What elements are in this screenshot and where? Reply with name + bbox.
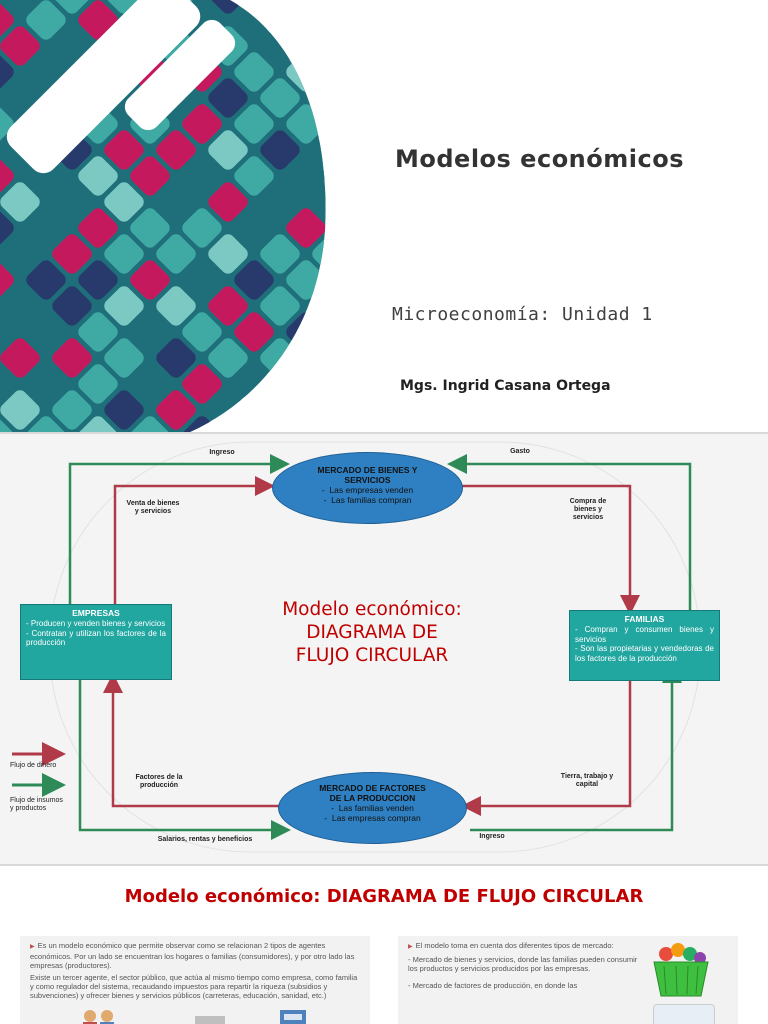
right-paragraph-2: - Mercado de bienes y servicios, donde l… [408,955,637,973]
title-slide: Modelos económicos Microeconomía: Unidad… [0,0,768,432]
mosaic-tile [335,361,340,406]
presentation-author: Mgs. Ingrid Casana Ortega [400,378,611,394]
mosaic-tile [335,49,340,94]
label-compra: Compra de bienes y servicios [562,498,614,522]
market-goods-item-1: Las empresas venden [329,485,413,495]
mosaic-tile [309,0,340,17]
left-paragraph-2: Existe un tercer agente, el sector públi… [30,973,357,1000]
empresas-box: EMPRESAS - Producen y venden bienes y se… [20,604,172,680]
mosaic-tile [335,413,340,432]
familias-item-1: Compran y consumen bienes y servicios [575,625,714,644]
label-factores: Factores de la producción [126,774,192,790]
legend-money-label: Flujo de dinero [10,762,80,770]
mosaic-decoration [0,0,340,432]
market-factors-item-2: Las empresas compran [332,813,421,823]
mosaic-tile [335,205,340,250]
label-venta: Venta de bienes y servicios [118,500,188,516]
mosaic-tile [309,283,340,328]
market-factors-ellipse: MERCADO DE FACTORES DE LA PRODUCCION - L… [278,772,467,844]
familias-title: FAMILIAS [575,614,714,625]
label-ingreso-top: Ingreso [200,449,244,457]
presentation-subtitle: Microeconomía: Unidad 1 [392,304,653,325]
legend-goods-label: Flujo de insumos y productos [10,797,80,813]
label-ingreso-bottom: Ingreso [470,833,514,841]
mosaic-tile [335,309,340,354]
market-factors-title-1: MERCADO DE FACTORES [279,783,466,793]
mosaic-tile [257,387,302,432]
left-paragraph-1: Es un modelo económico que permite obser… [30,941,354,970]
market-factors-title-2: DE LA PRODUCCION [279,793,466,803]
explanation-slide: Modelo económico: DIAGRAMA DE FLUJO CIRC… [0,866,768,1024]
mosaic-tile [283,413,328,432]
diagram-title: Modelo económico: DIAGRAMA DE FLUJO CIRC… [262,598,482,667]
label-tierra: Tierra, trabajo y capital [552,773,622,789]
mosaic-tile [309,387,340,432]
explanation-title: Modelo económico: DIAGRAMA DE FLUJO CIRC… [0,886,768,907]
diagram-title-line-2: DIAGRAMA DE [262,621,482,644]
mosaic-tile [335,153,340,198]
diagram-title-line-1: Modelo económico: [262,598,482,621]
mosaic-tile [309,23,340,68]
right-paragraph-3: - Mercado de factores de producción, en … [408,981,577,990]
bullet-triangle-icon: ▶ [30,944,35,950]
worker-image [653,1004,715,1024]
empresas-title: EMPRESAS [26,608,166,619]
diagram-title-line-3: FLUJO CIRCULAR [262,644,482,667]
right-text-panel: ▶El modelo toma en cuenta dos diferentes… [398,936,738,1024]
right-paragraph-1: El modelo toma en cuenta dos diferentes … [416,941,614,950]
flow-goods-bottom-left [80,680,286,830]
mosaic-tile [257,0,302,17]
market-factors-item-1: Las familias venden [339,803,414,813]
shopping-basket-icon [646,936,716,1006]
label-salarios: Salarios, rentas y beneficios [150,836,260,844]
market-goods-ellipse: MERCADO DE BIENES Y SERVICIOS - Las empr… [272,452,463,524]
mosaic-tile [335,0,340,43]
familias-item-2: Son las propietarias y vendedoras de los… [575,644,714,663]
presentation-title: Modelos económicos [395,145,684,173]
mosaic-tile [335,257,340,302]
mosaic-tile [335,101,340,146]
mosaic-tile [231,413,276,432]
market-goods-title-1: MERCADO DE BIENES Y [273,465,462,475]
empresas-item-2: Contratan y utilizan los factores de la … [26,629,166,648]
bullet-triangle-icon: ▶ [408,944,413,950]
label-gasto: Gasto [500,448,540,456]
people-illustration [75,1006,355,1024]
market-goods-item-2: Las familias compran [331,495,411,505]
empresas-item-1: Producen y venden bienes y servicios [31,619,165,628]
familias-box: FAMILIAS - Compran y consumen bienes y s… [569,610,720,681]
circular-flow-slide: MERCADO DE BIENES Y SERVICIOS - Las empr… [0,434,768,864]
mosaic-tile [283,361,328,406]
market-goods-title-2: SERVICIOS [273,475,462,485]
mosaic-tile [309,335,340,380]
mosaic-tile [309,75,340,120]
mosaic-tile [283,0,328,43]
